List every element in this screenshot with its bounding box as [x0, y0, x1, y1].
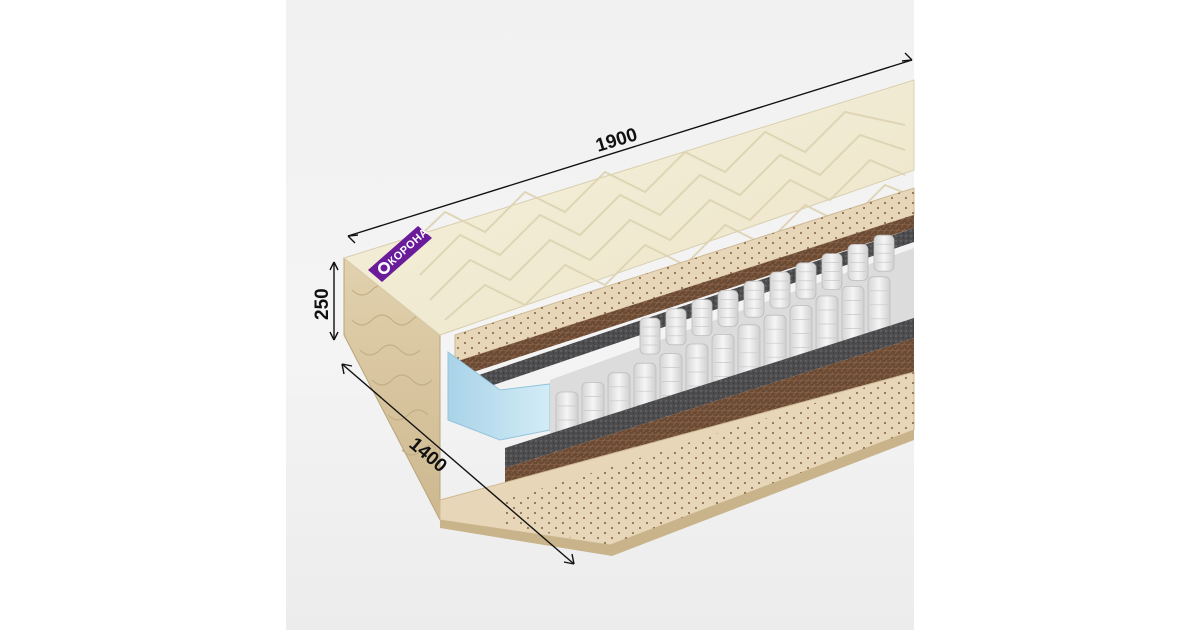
dimension-arrows — [329, 52, 913, 565]
brand-label — [368, 226, 432, 282]
felt-layer-bottom — [505, 318, 914, 468]
quilted-cover — [342, 79, 915, 336]
dimension-height-label: 250 — [312, 288, 333, 320]
coir-layer-top — [455, 215, 914, 378]
pocket-springs — [555, 234, 895, 449]
bottom-edge — [440, 430, 914, 556]
